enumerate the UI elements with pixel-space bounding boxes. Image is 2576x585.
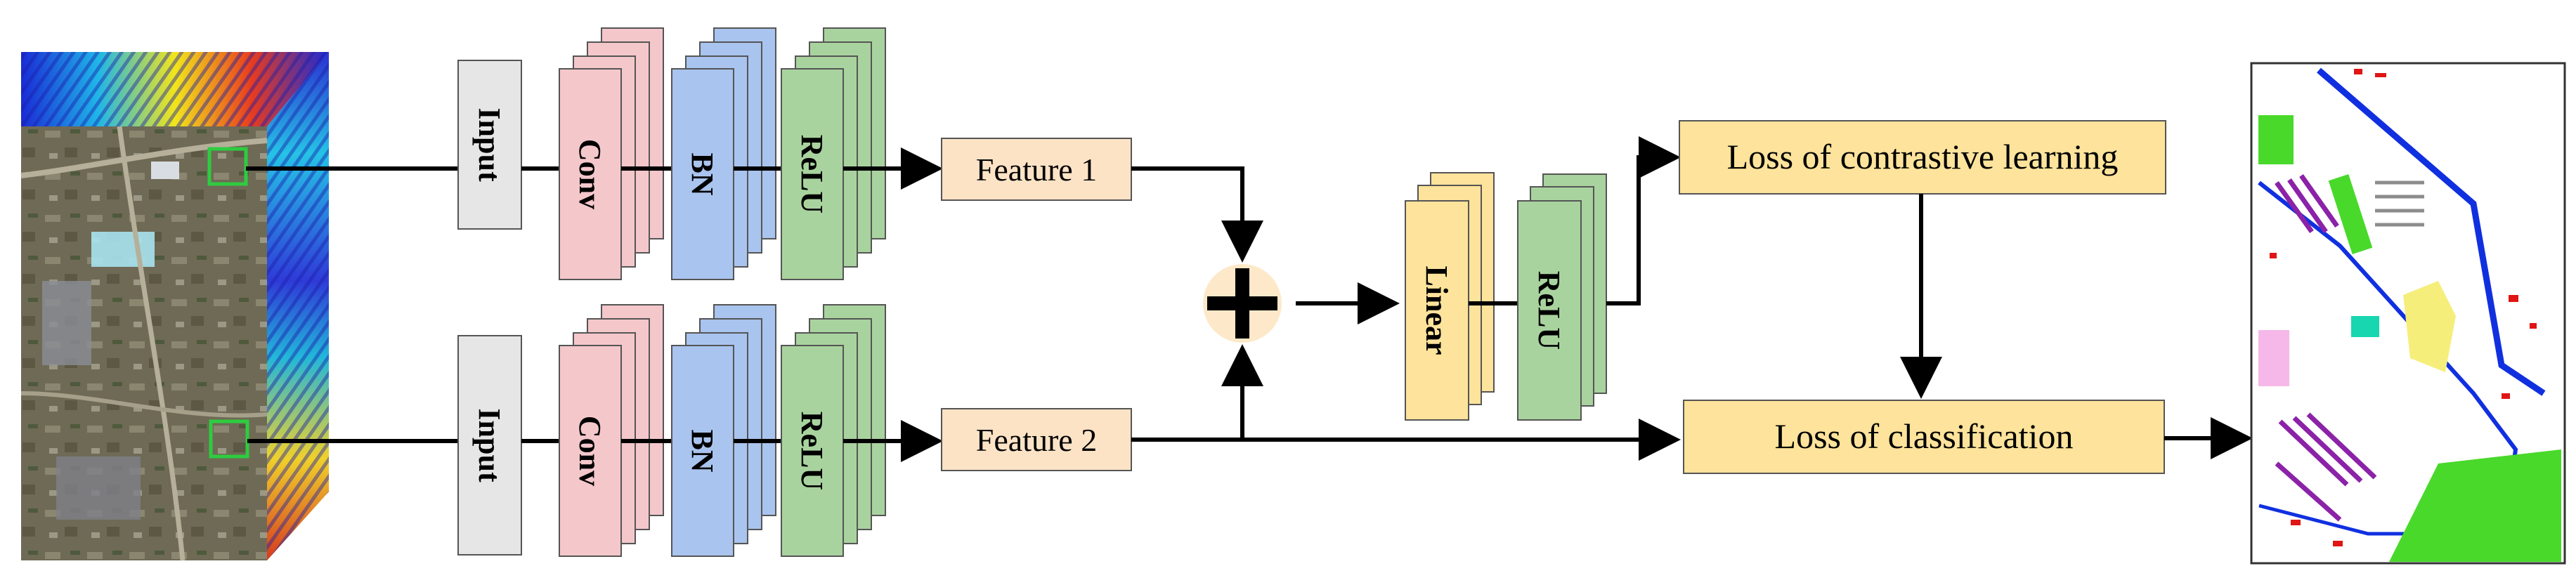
contrastive-loss-label: Loss of contrastive learning [1727, 137, 2119, 176]
map-red-marks [2270, 69, 2537, 546]
map-teal-region [2351, 316, 2379, 337]
feature-fusion [1131, 166, 1681, 461]
relu-label: ReLU [795, 412, 829, 490]
relu-block [781, 68, 844, 280]
head-relu-label: ReLU [1532, 271, 1566, 350]
map-pink-region [2258, 330, 2289, 386]
map-yellow-region [2403, 281, 2456, 372]
projection-head: Linear ReLU [1405, 136, 1681, 421]
conv-label: Conv [573, 139, 607, 209]
relu-label: ReLU [795, 135, 829, 213]
map-road [2317, 67, 2546, 396]
map-meadow [2258, 115, 2294, 164]
relu-block [781, 345, 844, 557]
bn-label: BN [685, 152, 720, 195]
classification-map-image [2250, 62, 2566, 565]
branch-2: Input Conv BN ReLU Feature 2 [457, 304, 1132, 557]
aerial-building [151, 162, 179, 179]
aerial-building [91, 232, 155, 267]
linear-label: Linear [1419, 265, 1454, 355]
relu-to-contrastive-arrow [1606, 136, 1681, 305]
conv-block [559, 345, 622, 557]
aerial-road [117, 126, 186, 561]
contrastive-loss-box [1679, 120, 2166, 195]
feature-2-box [941, 408, 1132, 471]
aerial-parking [42, 281, 91, 365]
aerial-road [20, 138, 268, 178]
cube-side-stripes [267, 52, 329, 560]
input-block [457, 60, 522, 230]
relu-stack: ReLU [781, 27, 886, 280]
head-relu-stack: ReLU [1517, 173, 1607, 421]
conv-stack: Conv [559, 27, 664, 280]
linear-block [1405, 200, 1469, 421]
map-gray-buildings [2375, 180, 2424, 227]
head-relu-block [1517, 200, 1582, 421]
aerial-road [20, 391, 268, 418]
branch-1: Input Conv BN ReLU [457, 27, 1132, 280]
aerial-parking [56, 456, 141, 520]
input-label: Input [472, 408, 507, 482]
plus-icon [1207, 268, 1277, 338]
input-label: Input [472, 107, 507, 182]
bn-label: BN [685, 429, 720, 472]
bn-stack: BN [671, 27, 776, 280]
map-purple-stripes [2275, 173, 2377, 522]
input-block [457, 335, 522, 556]
map-meadow [2389, 449, 2561, 562]
feature-1-label: Feature 1 [976, 152, 1097, 188]
bn-stack: BN [671, 304, 776, 557]
conv-label: Conv [573, 416, 607, 486]
feature-1-to-sum-arrow [1131, 166, 1263, 263]
feature-1-box [941, 138, 1132, 201]
conv-block [559, 68, 622, 280]
cube-top-stripes [21, 52, 329, 126]
relu-stack: ReLU [781, 304, 886, 557]
losses: Loss of contrastive learning Loss of cla… [1679, 120, 2253, 474]
linear-stack: Linear [1405, 172, 1495, 421]
map-meadow [2328, 174, 2373, 254]
classification-loss-label: Loss of classification [1775, 416, 2074, 456]
bn-block [671, 345, 734, 557]
conv-stack: Conv [559, 304, 664, 557]
bn-block [671, 68, 734, 280]
feature-2-label: Feature 2 [976, 422, 1097, 458]
hyperspectral-cube-image [20, 52, 329, 561]
